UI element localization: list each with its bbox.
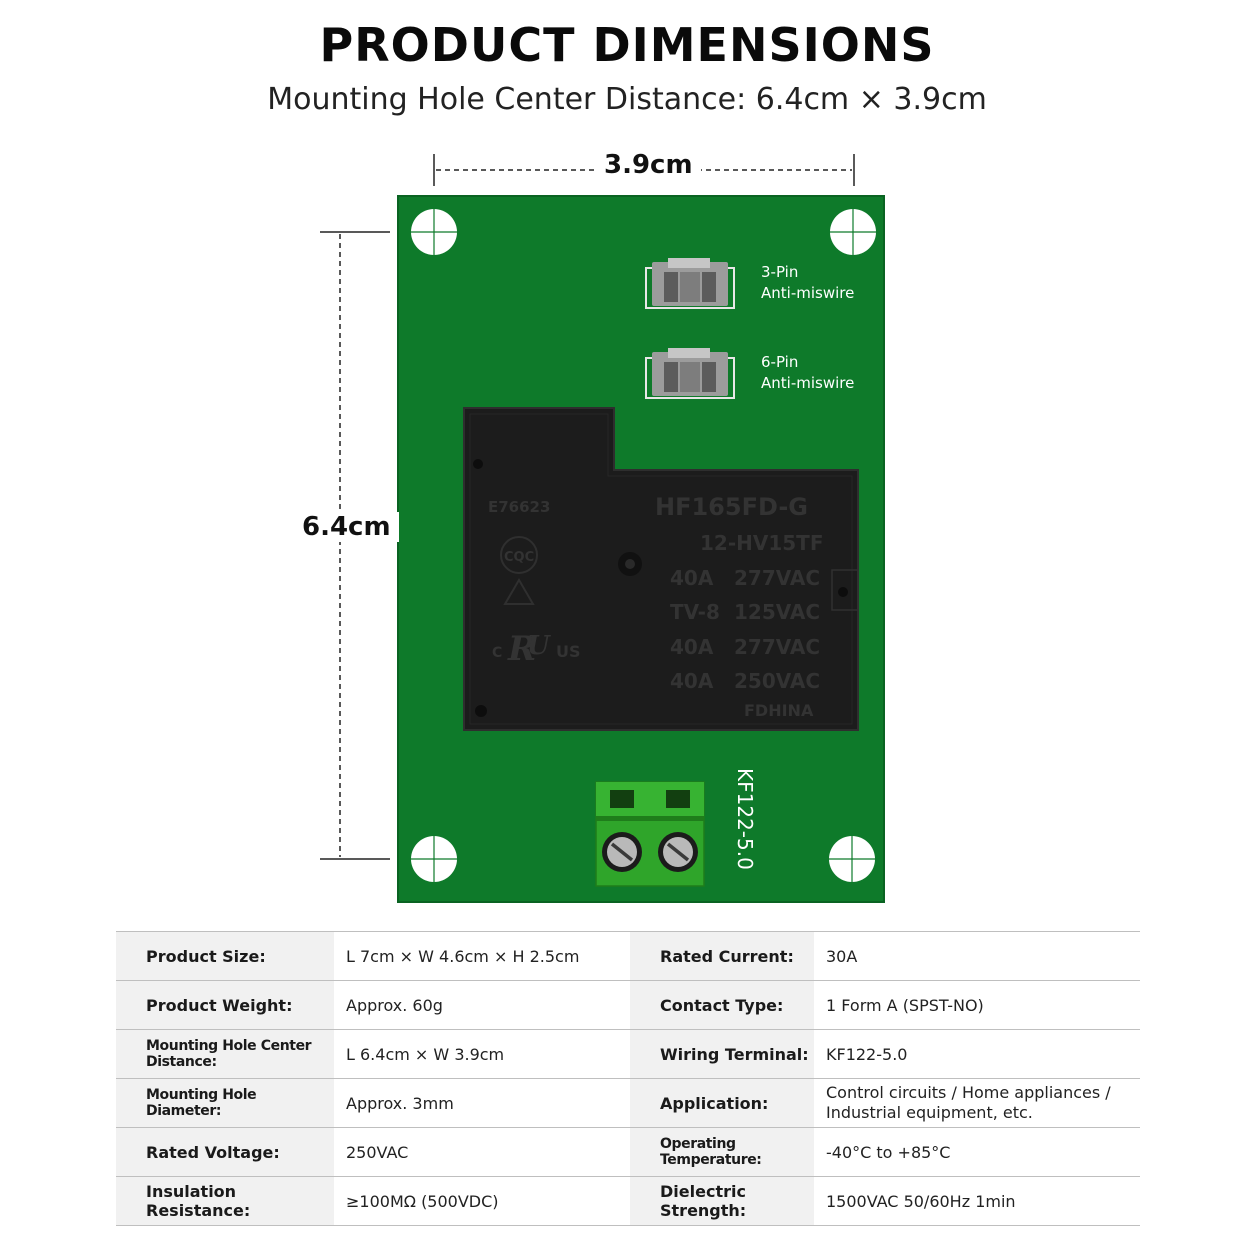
relay-ul-c: C <box>492 645 502 661</box>
terminal-block <box>595 781 705 887</box>
spec-label: Rated Voltage: <box>116 1127 334 1177</box>
spec-value-line-1: Control circuits / Home appliances / <box>826 1083 1111 1102</box>
table-row: Product Weight: Approx. 60g Contact Type… <box>116 980 1140 1030</box>
board-diagram: 3-Pin Anti-miswire 6-Pin Anti-miswire HF… <box>320 154 885 903</box>
spec-value-line-2: Industrial equipment, etc. <box>826 1103 1033 1122</box>
svg-text:U: U <box>527 631 551 661</box>
spec-label: Product Weight: <box>116 980 334 1030</box>
spec-value: Approx. 60g <box>334 980 630 1030</box>
spec-label: Operating Temperature: <box>630 1127 814 1177</box>
relay-rating-3-a: 40A <box>670 635 714 659</box>
relay-cert-code: E76623 <box>488 498 550 516</box>
relay-ul-us: US <box>556 642 581 661</box>
mounting-hole-top-right <box>827 206 879 258</box>
table-row: Mounting Hole Diameter: Approx. 3mm Appl… <box>116 1078 1140 1128</box>
spec-value: Approx. 3mm <box>334 1078 630 1128</box>
spec-value: -40°C to +85°C <box>814 1127 1140 1177</box>
height-dimension-label: 6.4cm <box>294 512 399 542</box>
spec-value: ≥100MΩ (500VDC) <box>334 1176 630 1226</box>
connector-6pin-label-2: Anti-miswire <box>761 374 854 392</box>
mounting-hole-bottom-left <box>408 833 460 885</box>
connector-3pin-label-2: Anti-miswire <box>761 284 854 302</box>
table-row: Mounting Hole Center Distance: L 6.4cm ×… <box>116 1029 1140 1079</box>
relay-model: 12-HV15TF <box>700 531 824 555</box>
relay-rating-2-v: 125VAC <box>734 600 820 624</box>
screw-icon <box>658 832 698 872</box>
connector-3pin <box>645 258 735 309</box>
relay-rating-3-v: 277VAC <box>734 635 820 659</box>
connector-6pin <box>645 348 735 399</box>
spec-value: 1 Form A (SPST-NO) <box>814 980 1140 1030</box>
relay-part-number: HF165FD-G <box>655 493 808 521</box>
spec-value: L 6.4cm × W 3.9cm <box>334 1029 630 1079</box>
spec-label: Insulation Resistance: <box>116 1176 334 1226</box>
spec-value-multiline: Control circuits / Home appliances / Ind… <box>814 1078 1140 1128</box>
table-row: Product Size: L 7cm × W 4.6cm × H 2.5cm … <box>116 931 1140 981</box>
spec-value: L 7cm × W 4.6cm × H 2.5cm <box>334 931 630 981</box>
ul-mark-icon: R U <box>507 629 551 669</box>
relay-rating-2-a: TV-8 <box>670 600 720 624</box>
height-dimension-line <box>320 231 390 860</box>
spec-value: 1500VAC 50/60Hz 1min <box>814 1176 1140 1226</box>
relay-rating-1-a: 40A <box>670 566 714 590</box>
spec-table: Product Size: L 7cm × W 4.6cm × H 2.5cm … <box>116 931 1140 1226</box>
spec-label: Contact Type: <box>630 980 814 1030</box>
width-dimension-label: 3.9cm <box>596 150 701 180</box>
relay-origin: FDHINA <box>744 701 814 720</box>
svg-text:R: R <box>507 629 536 669</box>
spec-label: Application: <box>630 1078 814 1128</box>
spec-value: KF122-5.0 <box>814 1029 1140 1079</box>
spec-label: Rated Current: <box>630 931 814 981</box>
table-row: Rated Voltage: 250VAC Operating Temperat… <box>116 1127 1140 1177</box>
screw-icon <box>602 832 642 872</box>
connector-3pin-label-1: 3-Pin <box>761 263 798 281</box>
relay-rating-4-a: 40A <box>670 669 714 693</box>
relay-rating-1-v: 277VAC <box>734 566 820 590</box>
spec-label: Mounting Hole Diameter: <box>116 1078 334 1128</box>
spec-label: Product Size: <box>116 931 334 981</box>
connector-6pin-label-1: 6-Pin <box>761 353 798 371</box>
page-title: PRODUCT DIMENSIONS <box>319 18 935 72</box>
mounting-hole-bottom-right <box>826 833 878 885</box>
spec-label: Mounting Hole Center Distance: <box>116 1029 334 1079</box>
mounting-hole-top-left <box>408 206 460 258</box>
spec-value: 250VAC <box>334 1127 630 1177</box>
relay <box>463 407 859 731</box>
relay-cqc-mark: CQC <box>504 550 534 565</box>
spec-label: Dielectric Strength: <box>630 1176 814 1226</box>
spec-label: Wiring Terminal: <box>630 1029 814 1079</box>
relay-rating-4-v: 250VAC <box>734 669 820 693</box>
spec-value: 30A <box>814 931 1140 981</box>
page-subtitle: Mounting Hole Center Distance: 6.4cm × 3… <box>267 82 987 117</box>
table-row: Insulation Resistance: ≥100MΩ (500VDC) D… <box>116 1176 1140 1226</box>
terminal-label: KF122-5.0 <box>733 768 757 870</box>
